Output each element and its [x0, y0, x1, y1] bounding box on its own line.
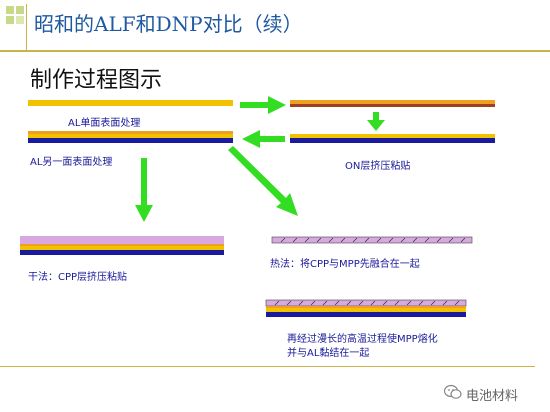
watermark-text: 电池材料 — [466, 389, 519, 404]
wechat-icon — [444, 384, 462, 399]
corner-dot-1 — [6, 6, 14, 14]
cpp-mpp-film — [271, 236, 473, 244]
label-hot-method: 热法：将CPP与MPP先融合在一起 — [270, 259, 420, 270]
footer-rule — [0, 366, 535, 367]
corner-dot-4 — [16, 16, 24, 24]
final-bonded-stack — [265, 299, 467, 317]
green-arrow-right — [240, 96, 286, 114]
green-arrow-down — [367, 112, 385, 131]
green-arrow-diagonal — [228, 146, 298, 216]
on-laminated-stack — [290, 134, 495, 143]
corner-dot-3 — [6, 16, 14, 24]
al-foil-stack — [28, 100, 233, 106]
green-arrow-left — [242, 130, 285, 148]
label-final-step-1: 再经过漫长的高温过程使MPP熔化 — [287, 334, 438, 345]
corner-dot-2 — [16, 6, 24, 14]
title-side-rule — [26, 4, 27, 50]
label-on-layer: ON层挤压粘贴 — [345, 161, 411, 172]
green-arrow-down-long — [135, 158, 153, 222]
al-both-treated-stack — [28, 131, 233, 143]
title-underline — [0, 50, 550, 52]
label-al-other: AL另一面表面处理 — [30, 157, 113, 168]
slide-title: 昭和的ALF和DNP对比（续） — [34, 12, 303, 36]
label-final-step-2: 并与AL黏结在一起 — [287, 348, 370, 359]
label-dry-method: 干法：CPP层挤压粘贴 — [28, 272, 128, 283]
dry-method-stack — [20, 236, 224, 255]
label-al-single: AL单面表面处理 — [68, 118, 141, 129]
al-single-treated-stack — [290, 100, 495, 107]
slide-subtitle: 制作过程图示 — [30, 68, 163, 93]
